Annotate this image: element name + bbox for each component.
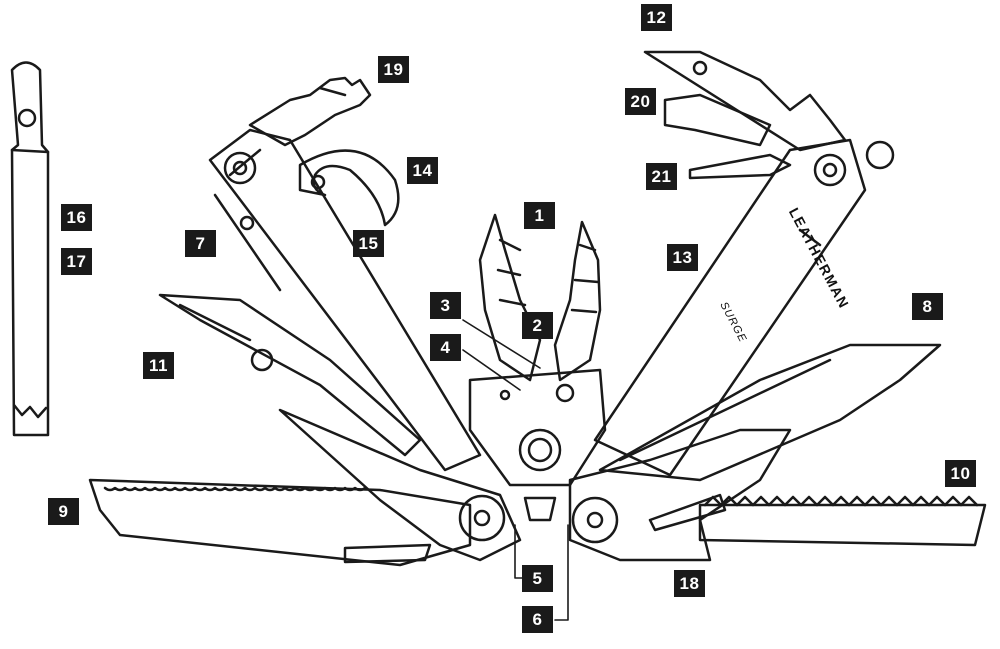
top-tools-drawing: [643, 50, 847, 180]
scissors-drawing: [158, 293, 422, 457]
straight-blade-drawing: [598, 343, 942, 482]
right-handle-drawing: [593, 138, 895, 477]
callout-1: 1: [524, 202, 555, 229]
right-pivot-drawing: [568, 428, 792, 562]
callout-21: 21: [646, 163, 677, 190]
plier-jaws-drawing: [478, 213, 602, 403]
callout-8: 8: [912, 293, 943, 320]
serrated-blade-drawing: [88, 478, 472, 567]
leader-lines: [462, 319, 569, 621]
callout-7: 7: [185, 230, 216, 257]
callout-3: 3: [430, 292, 461, 319]
left-pivot-drawing: [278, 408, 522, 562]
bit-driver-drawing: [248, 76, 372, 147]
callout-12: 12: [641, 4, 672, 31]
callout-5: 5: [522, 565, 553, 592]
callout-13: 13: [667, 244, 698, 271]
callout-9: 9: [48, 498, 79, 525]
callout-6: 6: [522, 606, 553, 633]
callout-14: 14: [407, 157, 438, 184]
callout-10: 10: [945, 460, 976, 487]
callout-19: 19: [378, 56, 409, 83]
pivot-hub-drawing: [468, 368, 607, 487]
left-handle-drawing: [208, 128, 482, 472]
callout-17: 17: [61, 248, 92, 275]
callout-18: 18: [674, 570, 705, 597]
blade-adapter-drawing: [10, 61, 50, 437]
callout-20: 20: [625, 88, 656, 115]
callout-2: 2: [522, 312, 553, 339]
callout-16: 16: [61, 204, 92, 231]
callout-4: 4: [430, 334, 461, 361]
callout-15: 15: [353, 230, 384, 257]
cutting-hook-drawing: [298, 149, 400, 227]
saw-drawing: [698, 495, 987, 547]
callout-11: 11: [143, 352, 174, 379]
center-bits-drawing: [523, 496, 557, 522]
